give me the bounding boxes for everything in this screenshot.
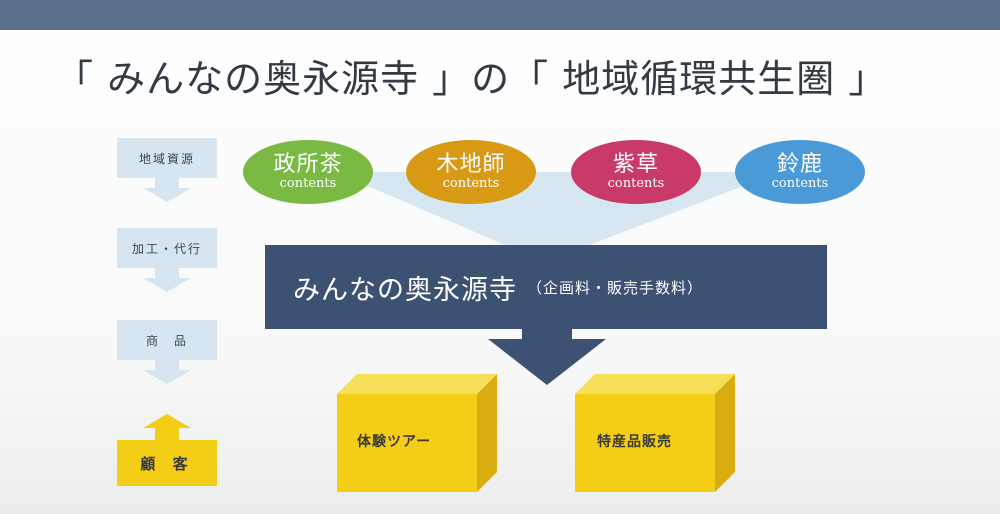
product-cube-tour — [337, 374, 497, 492]
oval-sublabel: contents — [279, 175, 337, 191]
content-oval-murasaki: 紫草 contents — [571, 140, 701, 204]
customer-box: 顧 客 — [117, 440, 217, 486]
top-bar — [0, 0, 1000, 30]
content-oval-suzuka: 鈴鹿 contents — [735, 140, 865, 204]
flow-arrow-down-icon — [143, 178, 191, 202]
oval-label: 紫草 — [612, 151, 659, 177]
content-oval-kijishi: 木地師 contents — [406, 140, 536, 204]
flow-arrow-down-icon — [143, 360, 191, 384]
oval-label: 政所茶 — [273, 151, 343, 177]
flow-step-products: 商 品 — [117, 320, 217, 360]
center-platform-title: みんなの奥永源寺 — [293, 274, 517, 306]
flow-arrow-down-icon — [143, 268, 191, 292]
flow-step-resources: 地域資源 — [117, 138, 217, 178]
oval-sublabel: contents — [442, 175, 500, 191]
center-arrow-down-icon — [488, 329, 606, 385]
center-platform-note: （企画料・販売手数料） — [527, 278, 704, 297]
product-label-sales: 特産品販売 — [597, 434, 672, 450]
center-platform-box: みんなの奥永源寺 （企画料・販売手数料） — [265, 245, 827, 329]
flow-step-processing: 加工・代行 — [117, 228, 217, 268]
slide-title: 「 みんなの奥永源寺 」の「 地域循環共生圏 」 — [55, 57, 888, 101]
oval-sublabel: contents — [771, 175, 829, 191]
product-label-tour: 体験ツアー — [357, 434, 432, 450]
oval-label: 木地師 — [436, 151, 506, 177]
content-oval-mandokoro-tea: 政所茶 contents — [243, 140, 373, 204]
product-cube-sales — [575, 374, 735, 492]
customer-arrow-up-icon — [143, 414, 191, 442]
oval-sublabel: contents — [607, 175, 665, 191]
oval-label: 鈴鹿 — [776, 151, 823, 177]
